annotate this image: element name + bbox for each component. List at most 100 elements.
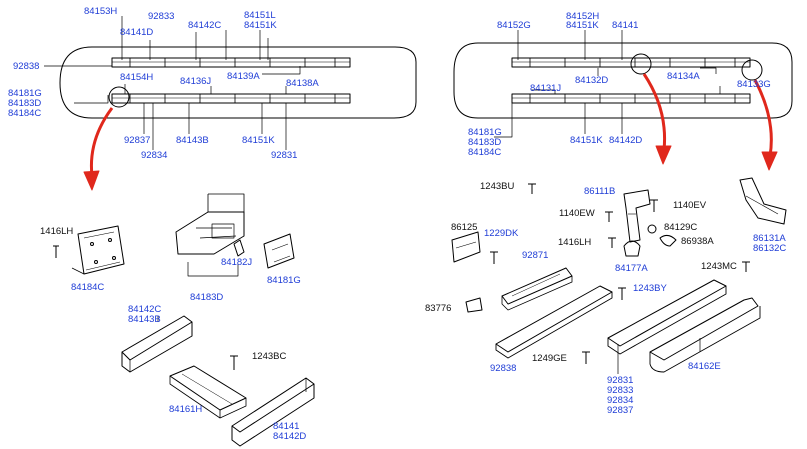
label-86125: 86125	[451, 222, 478, 233]
label-84133g: 84133G	[737, 79, 771, 90]
label-92871: 92871	[522, 250, 549, 261]
left-lower-rail	[111, 93, 351, 104]
part-cap-84177a	[623, 240, 641, 257]
label-84183d-r: 84183D	[468, 137, 502, 148]
label-84152h: 84152H	[566, 11, 600, 22]
part-clip-84182j	[233, 239, 245, 257]
label-84142d-r: 84142D	[609, 135, 643, 146]
part-clip-83776	[465, 297, 483, 313]
arrow-left	[89, 107, 114, 177]
right-parts-explode	[451, 177, 787, 374]
part-bolt-1229dk	[490, 251, 498, 264]
label-end-cap: 86131A 86132C	[753, 234, 786, 254]
label-84141-part: 84141	[273, 421, 300, 432]
part-bolt-1243bc	[230, 355, 238, 370]
left-vehicle-overview	[44, 16, 417, 150]
part-bolt-1416lh	[53, 245, 59, 258]
part-bolt-1416lh-right	[608, 237, 616, 248]
label-84162e: 84162E	[688, 361, 721, 372]
label-1243bc: 1243BC	[252, 351, 287, 362]
part-cap-86938a	[659, 234, 677, 247]
label-long-rail: 84141 84142D	[273, 422, 306, 442]
right-detail-circle-b	[741, 59, 763, 81]
label-86132c: 86132C	[753, 243, 787, 254]
label-stack-right: 84181G 84183D 84184C	[468, 128, 502, 158]
label-92837: 92837	[124, 135, 151, 146]
part-bolt-1243mc	[742, 261, 750, 272]
part-strip-92871	[501, 267, 573, 305]
label-84143b: 84143B	[176, 135, 209, 146]
arrow-right-a	[642, 73, 667, 151]
label-84181g-r: 84181G	[468, 127, 502, 138]
label-84182j: 84182J	[221, 257, 253, 268]
label-84139a: 84139A	[227, 71, 260, 82]
part-bracket-plate	[77, 225, 125, 275]
part-side-step	[649, 297, 759, 361]
part-rail-92838	[495, 285, 613, 353]
label-1243by: 1243BY	[633, 283, 667, 294]
label-84143b-part: 84143B	[128, 314, 161, 325]
label-84142c-part: 84142C	[128, 304, 162, 315]
part-bolt-1249ge	[582, 351, 590, 364]
label-84161h: 84161H	[169, 404, 203, 415]
right-lower-rail	[511, 93, 751, 104]
label-84184c-r: 84184C	[468, 147, 502, 158]
label-92837-part: 92837	[607, 405, 634, 416]
label-92838-part: 92838	[490, 363, 517, 374]
label-84154h: 84154H	[120, 72, 154, 83]
part-cover	[263, 233, 295, 269]
label-92833-part: 92833	[607, 385, 634, 396]
label-1229dk: 1229DK	[484, 228, 519, 239]
label-92834: 92834	[141, 150, 168, 161]
label-84141-top: 84141	[612, 20, 639, 31]
left-parts-explode	[53, 193, 315, 447]
label-1243bu: 1243BU	[480, 181, 515, 192]
part-bracket-86125	[451, 231, 481, 263]
label-84151l: 84151L	[244, 10, 276, 21]
label-84177a: 84177A	[615, 263, 648, 274]
part-bolt-1243by	[618, 287, 626, 300]
right-detail-circle-a	[630, 53, 652, 75]
label-84138a: 84138A	[286, 78, 319, 89]
label-86938a: 86938A	[681, 236, 714, 247]
label-84181g-part: 84181G	[267, 275, 301, 286]
label-92838: 92838	[13, 61, 40, 72]
label-84184c: 84184C	[8, 108, 42, 119]
label-84151k-bottom: 84151K	[242, 135, 275, 146]
left-detail-circle	[108, 86, 130, 108]
label-84184c-part: 84184C	[71, 282, 105, 293]
label-84142d-part: 84142D	[273, 431, 307, 442]
label-84131j: 84131J	[530, 83, 562, 94]
label-84151k-rbottom: 84151K	[570, 135, 603, 146]
label-84129c: 84129C	[664, 222, 698, 233]
label-92834-part: 92834	[607, 395, 634, 406]
label-92831-part: 92831	[607, 375, 634, 386]
label-84151k-top: 84151K	[244, 20, 277, 31]
label-1243mc: 1243MC	[701, 261, 737, 272]
label-rail-c: 84142C 84143B	[128, 305, 161, 325]
label-84152g: 84152G	[497, 20, 531, 31]
label-84142c: 84142C	[188, 20, 222, 31]
right-vehicle-body-outline	[453, 42, 793, 119]
label-84141d: 84141D	[120, 27, 154, 38]
part-bolt-1140ew	[605, 211, 613, 222]
label-1416lh-left: 1416LH	[40, 226, 74, 237]
red-callout-arrows	[83, 73, 778, 191]
label-84183d-part: 84183D	[190, 292, 224, 303]
part-bolt-1140ev	[650, 199, 658, 212]
left-upper-rail	[111, 57, 351, 68]
label-83776: 83776	[425, 303, 452, 314]
label-86131a: 86131A	[753, 233, 786, 244]
label-92831: 92831	[271, 150, 298, 161]
part-end-cap	[739, 177, 787, 225]
right-vehicle-overview	[453, 30, 793, 138]
arrow-right-b	[753, 79, 773, 157]
label-84153h: 84153H	[84, 6, 118, 17]
label-84132d: 84132D	[575, 75, 609, 86]
label-92833: 92833	[148, 11, 175, 22]
label-1249ge: 1249GE	[532, 353, 567, 364]
part-bolt-1243bu	[528, 183, 536, 194]
label-86111b: 86111B	[584, 186, 616, 197]
